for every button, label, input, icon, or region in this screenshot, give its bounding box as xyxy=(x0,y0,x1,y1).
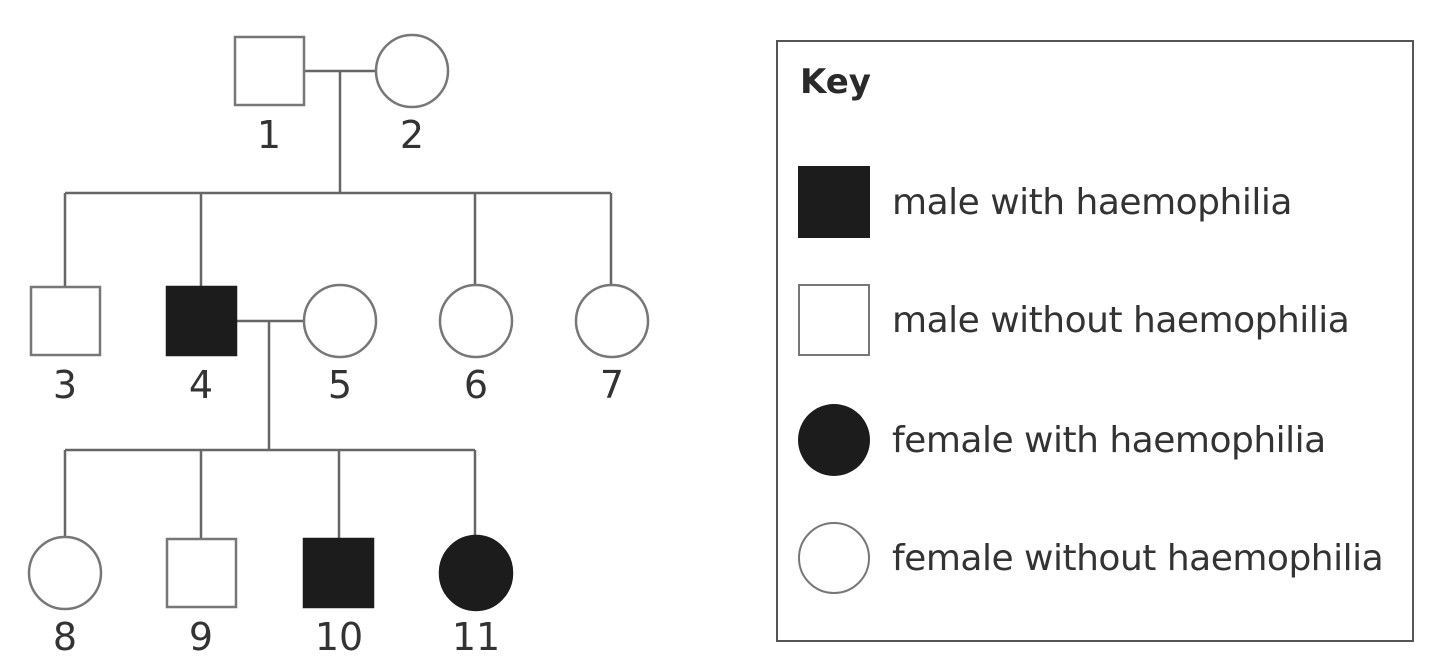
label-3: 3 xyxy=(53,363,77,407)
pedigree-chart: 1 2 3 4 5 6 7 8 9 10 11 xyxy=(27,33,650,659)
connector-lines xyxy=(63,69,613,539)
filled-square-icon xyxy=(798,166,870,238)
label-10: 10 xyxy=(315,615,363,659)
individual-7-female-unaffected xyxy=(574,283,650,359)
key-legend: Key male with haemophilia male without h… xyxy=(776,40,1414,642)
individual-5-female-unaffected xyxy=(302,283,378,359)
individual-2-female-unaffected xyxy=(374,33,450,109)
key-label: male with haemophilia xyxy=(892,181,1292,223)
filled-circle-icon xyxy=(798,404,870,476)
label-4: 4 xyxy=(189,363,213,407)
label-1: 1 xyxy=(257,113,281,157)
key-label: male without haemophilia xyxy=(892,299,1350,341)
label-8: 8 xyxy=(53,615,77,659)
label-6: 6 xyxy=(464,363,488,407)
key-item-female-affected: female with haemophilia xyxy=(798,402,1326,478)
label-9: 9 xyxy=(189,615,213,659)
individual-11-female-affected xyxy=(438,534,514,612)
label-2: 2 xyxy=(400,113,424,157)
key-item-male-unaffected: male without haemophilia xyxy=(798,282,1350,358)
individual-10-male-affected xyxy=(302,537,375,609)
empty-circle-icon xyxy=(798,522,870,594)
label-5: 5 xyxy=(328,363,352,407)
individual-8-female-unaffected xyxy=(27,535,103,611)
individual-9-male-unaffected xyxy=(165,537,238,609)
individual-6-female-unaffected xyxy=(438,283,514,359)
individual-1-male-unaffected xyxy=(233,35,306,107)
key-item-female-unaffected: female without haemophilia xyxy=(798,520,1384,596)
empty-square-icon xyxy=(798,284,870,356)
key-label: female with haemophilia xyxy=(892,419,1326,461)
key-title: Key xyxy=(800,62,871,102)
label-11: 11 xyxy=(452,615,500,659)
key-item-male-affected: male with haemophilia xyxy=(798,164,1292,240)
individual-4-male-affected xyxy=(165,285,238,357)
key-label: female without haemophilia xyxy=(892,537,1384,579)
individual-3-male-unaffected xyxy=(29,285,102,357)
label-7: 7 xyxy=(600,363,624,407)
